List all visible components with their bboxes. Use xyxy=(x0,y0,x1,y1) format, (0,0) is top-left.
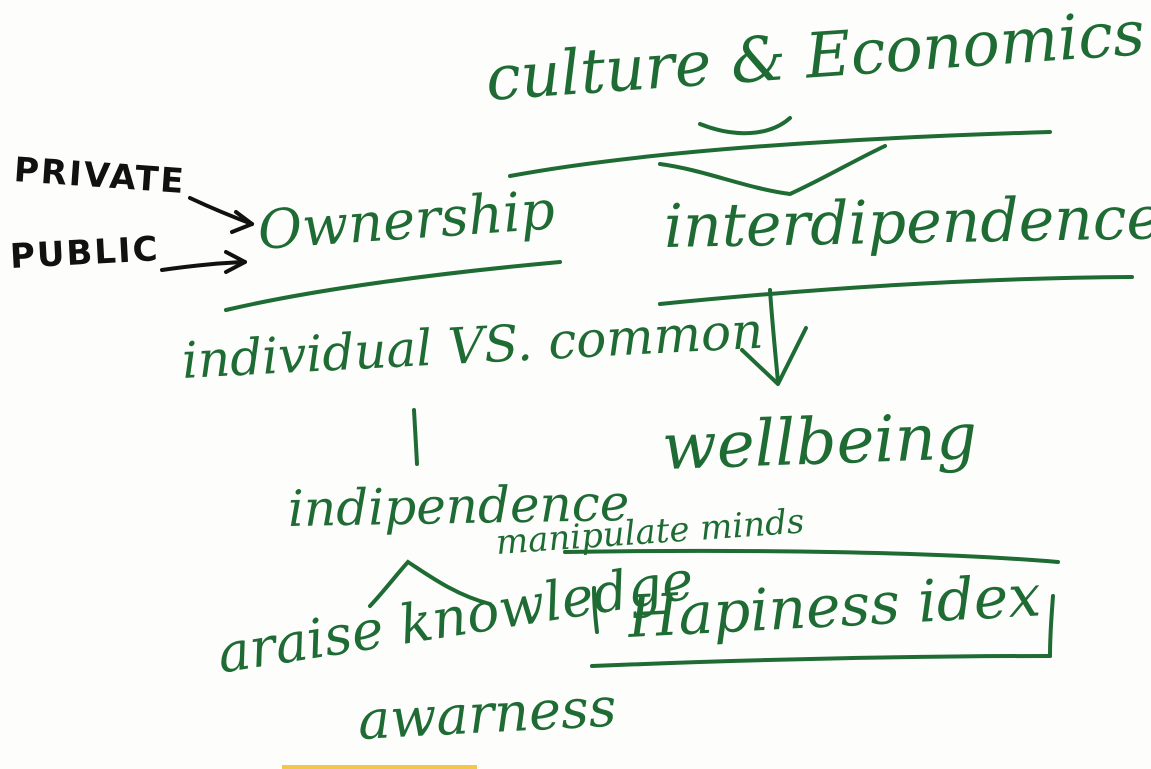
individual-connector xyxy=(412,408,419,466)
branch-lines xyxy=(368,559,492,608)
interdependence-underline xyxy=(658,275,1134,306)
public-arrow xyxy=(160,260,247,272)
label-interdependence: interdipendence xyxy=(663,183,1151,262)
label-public: PUBLIC xyxy=(8,229,161,277)
down-arrow-head xyxy=(740,326,808,386)
happiness-box-bottom xyxy=(590,654,1052,668)
title-underline xyxy=(508,130,1052,178)
down-arrow-stem xyxy=(768,288,780,384)
yellow-highlight-strip xyxy=(282,765,477,769)
label-awareness: awarness xyxy=(356,675,618,752)
happiness-box-right xyxy=(1048,594,1055,658)
happiness-box-top xyxy=(563,548,1060,564)
happiness-box-left xyxy=(592,586,599,634)
public-arrowhead xyxy=(224,250,247,274)
private-arrow xyxy=(188,196,254,226)
title-swoosh xyxy=(698,116,792,136)
label-wellbeing: wellbeing xyxy=(660,400,979,485)
ownership-underline xyxy=(224,260,562,312)
private-arrowhead xyxy=(230,210,254,234)
title-fork xyxy=(658,144,887,197)
